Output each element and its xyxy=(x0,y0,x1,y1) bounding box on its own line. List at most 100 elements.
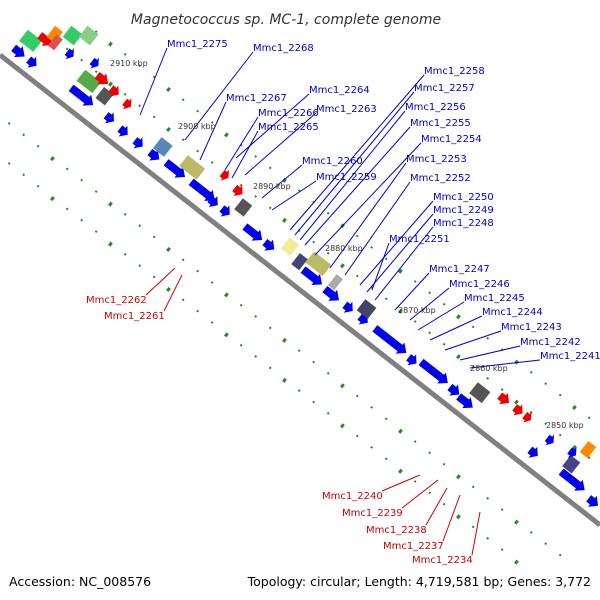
gene-arrow xyxy=(262,239,275,251)
tick-dot xyxy=(152,275,156,279)
tick-dot xyxy=(355,234,359,238)
gene-arrow-shape xyxy=(567,446,577,458)
gene-arrow xyxy=(232,184,243,196)
leader-line xyxy=(145,267,176,296)
gene-arrow xyxy=(64,48,74,60)
feature-box xyxy=(234,198,253,217)
gene-arrow xyxy=(122,98,132,110)
tick-dot xyxy=(50,156,55,162)
gene-arrow-shape xyxy=(122,98,132,110)
gene-label: Mmc1_2259 xyxy=(316,172,377,183)
leader-line xyxy=(417,301,465,331)
leader-line xyxy=(329,162,407,269)
gene-arrow-shape xyxy=(242,223,263,241)
gene-arrow xyxy=(163,159,185,178)
tick-dot xyxy=(80,58,84,62)
leader-line xyxy=(304,126,411,246)
tick-dot xyxy=(514,559,519,565)
gene-arrow-shape xyxy=(188,178,215,201)
gene-arrow-shape xyxy=(11,44,25,58)
tick-dot xyxy=(326,371,330,375)
gene-label: Mmc1_2265 xyxy=(258,122,319,133)
tick-dot xyxy=(428,451,432,455)
tick-dot xyxy=(428,491,432,495)
leader-line xyxy=(271,180,317,211)
tick-dot xyxy=(181,258,185,262)
leader-line xyxy=(359,200,434,286)
gene-arrow-shape xyxy=(108,85,119,97)
tick-dot xyxy=(196,109,200,113)
tick-dot xyxy=(108,41,113,47)
gene-features xyxy=(11,25,599,507)
tick-dot xyxy=(486,336,490,340)
feature-rect xyxy=(152,137,173,157)
gene-arrow xyxy=(117,125,128,137)
tick-dot xyxy=(181,298,185,302)
tick-dot xyxy=(268,166,272,170)
gene-arrow-shape xyxy=(512,404,523,416)
tick-dot xyxy=(196,269,200,273)
tick-dot xyxy=(340,263,345,269)
tick-dot xyxy=(166,287,171,292)
tick-dot xyxy=(486,376,490,380)
tick-dot xyxy=(297,349,301,353)
gene-arrow xyxy=(406,354,417,366)
feature-box xyxy=(356,299,377,319)
tick-dot xyxy=(138,104,142,108)
feature-box xyxy=(579,440,597,459)
gene-arrow xyxy=(300,266,322,285)
gene-arrow xyxy=(586,495,599,507)
gene-label: Mmc1_2258 xyxy=(424,66,485,77)
gene-label: Mmc1_2237 xyxy=(383,541,444,552)
leader-line xyxy=(231,130,259,179)
leader-line xyxy=(429,315,483,341)
tick-dot xyxy=(108,241,113,247)
leader-line xyxy=(299,110,406,241)
tick-dot xyxy=(326,251,330,255)
tick-dot xyxy=(312,240,316,244)
gene-arrow-shape xyxy=(132,137,143,149)
gene-label: Mmc1_2256 xyxy=(405,102,466,113)
tick-dot xyxy=(326,211,330,215)
leader-line xyxy=(184,51,254,141)
leader-line xyxy=(314,142,422,256)
tick-dot xyxy=(65,47,69,51)
gene-arrow xyxy=(132,137,143,149)
feature-box xyxy=(76,69,102,94)
gene-arrow-shape xyxy=(522,411,532,423)
feature-rect xyxy=(78,25,99,46)
gene-arrow xyxy=(219,169,229,181)
feature-box xyxy=(291,253,308,271)
gene-arrow-shape xyxy=(586,495,599,507)
gene-arrow-shape xyxy=(342,301,353,313)
tick-dot xyxy=(398,428,403,434)
gene-label: Mmc1_2239 xyxy=(342,508,403,519)
tick-dot xyxy=(428,291,432,295)
tick-dot xyxy=(398,468,403,474)
gene-label: Mmc1_2243 xyxy=(501,322,562,333)
leader-line xyxy=(471,511,481,556)
feature-box xyxy=(19,29,42,52)
gene-arrow-shape xyxy=(527,446,538,458)
tick-dot xyxy=(196,149,200,153)
tick-dot xyxy=(138,64,142,68)
tick-dot xyxy=(282,377,287,383)
tick-dot xyxy=(529,370,533,374)
tick-dot xyxy=(152,115,156,119)
gene-label: Mmc1_2234 xyxy=(412,555,473,566)
gene-arrow-shape xyxy=(26,56,37,68)
tick-dots xyxy=(7,30,591,565)
gene-arrow xyxy=(342,301,353,313)
feature-rect xyxy=(46,25,64,43)
gene-label: Mmc1_2248 xyxy=(433,218,494,229)
scale-label: 2870 kbp xyxy=(398,306,436,315)
genome-backbone xyxy=(0,53,600,527)
scale-label: 2910 kbp xyxy=(110,59,148,68)
feature-rect xyxy=(62,25,83,46)
tick-dot xyxy=(544,382,548,386)
tick-dot xyxy=(108,201,113,207)
gene-label: Mmc1_2240 xyxy=(322,491,383,502)
gene-arrow-shape xyxy=(219,205,230,217)
